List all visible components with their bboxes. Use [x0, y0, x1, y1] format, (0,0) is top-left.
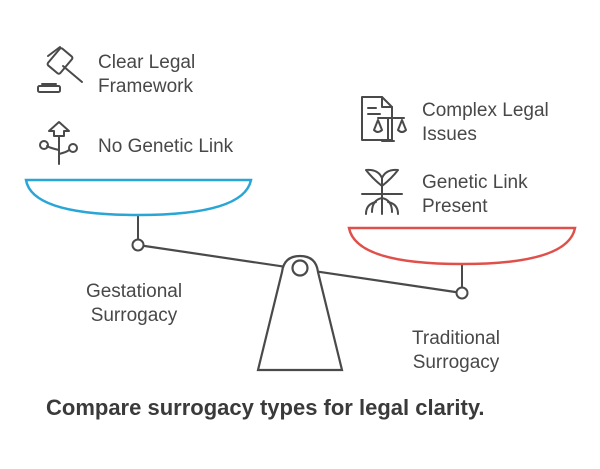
- genetic-present-line-2: Present: [422, 196, 488, 217]
- traditional-line-1: Traditional: [411, 328, 500, 349]
- plant-roots-icon: [361, 168, 403, 215]
- legal-framework-label: Clear Legal Framework: [98, 51, 195, 99]
- right-pan: [347, 226, 577, 266]
- left-pan: [24, 178, 253, 217]
- gavel-icon: [37, 46, 83, 93]
- scale-fulcrum: [256, 254, 344, 372]
- legal-framework-line-2: Framework: [98, 76, 194, 97]
- legal-framework-line-1: Clear Legal: [98, 52, 196, 73]
- traditional-surrogacy-label: Traditional Surrogacy: [404, 327, 508, 375]
- fulcrum-pivot: [291, 259, 309, 277]
- genetic-link-present-label: Genetic Link Present: [422, 171, 528, 219]
- complex-legal-line-2: Issues: [422, 124, 477, 145]
- genetic-link-line-1: No Genetic Link: [98, 136, 234, 157]
- caption: Compare surrogacy types for legal clarit…: [46, 395, 485, 420]
- left-joint: [131, 238, 145, 252]
- gestational-line-2: Surrogacy: [90, 305, 178, 326]
- traditional-line-2: Surrogacy: [412, 352, 500, 373]
- branch-arrow-icon: [39, 121, 78, 165]
- complex-legal-label: Complex Legal Issues: [422, 99, 549, 147]
- complex-legal-line-1: Complex Legal: [422, 100, 549, 121]
- genetic-present-line-1: Genetic Link: [422, 172, 528, 193]
- gestational-line-1: Gestational: [85, 281, 183, 302]
- genetic-link-label: No Genetic Link: [98, 135, 233, 159]
- gestational-surrogacy-label: Gestational Surrogacy: [84, 280, 184, 328]
- document-scales-icon: [361, 96, 407, 142]
- right-joint: [455, 286, 469, 300]
